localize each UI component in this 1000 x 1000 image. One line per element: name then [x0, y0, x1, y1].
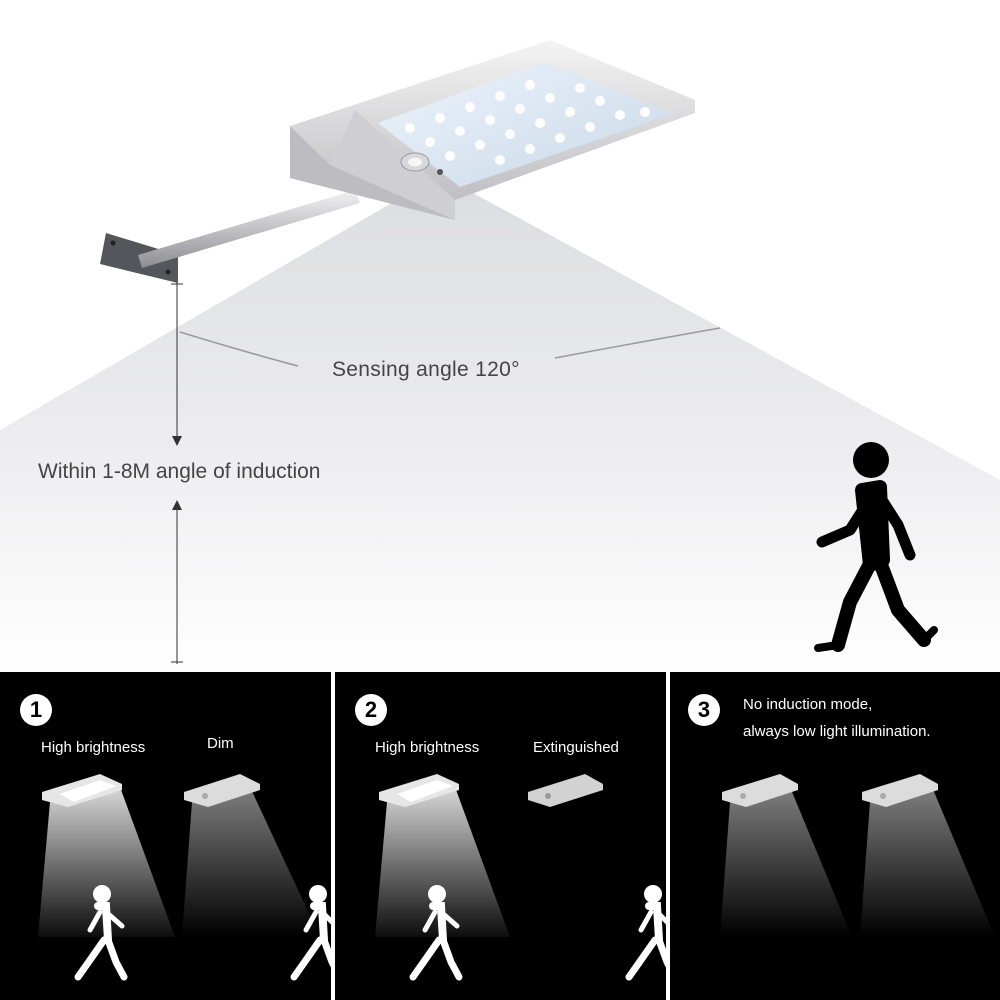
lamp-icon	[528, 774, 603, 807]
solar-street-light-icon	[100, 40, 695, 283]
lamp-icon	[862, 774, 938, 807]
label-extinguished: Extinguished	[533, 739, 619, 756]
mode-number-badge: 3	[688, 694, 720, 726]
walking-person-icon	[290, 885, 331, 981]
label-no-induction-mode: No induction mode,	[743, 696, 873, 713]
arrow-up-icon	[171, 500, 183, 664]
beam-bright	[375, 787, 510, 937]
mode-panel-2: 2 High brightness Extinguished	[335, 672, 666, 1000]
panel-2-illustration	[375, 774, 666, 981]
sensing-arc-left	[179, 331, 299, 367]
arrow-down-icon	[171, 280, 183, 446]
sensing-diagram: Sensing angle 120° Within 1-8M angle of …	[0, 40, 1000, 672]
lamp-icon	[379, 774, 459, 807]
mode-number-badge: 1	[20, 694, 52, 726]
panel-3-illustration	[720, 774, 995, 937]
walking-person-icon	[814, 442, 938, 652]
walking-person-icon	[74, 885, 128, 981]
mode-number-badge: 2	[355, 694, 387, 726]
beam-low	[720, 787, 995, 937]
beam-bright	[38, 787, 175, 937]
sensing-angle-label: Sensing angle 120°	[332, 358, 520, 381]
label-high-brightness: High brightness	[375, 739, 480, 756]
induction-range-label: Within 1-8M angle of induction	[38, 460, 321, 483]
detection-cone	[0, 175, 1000, 672]
walking-person-icon	[625, 885, 666, 981]
label-dim: Dim	[207, 735, 234, 752]
sensing-arc-right	[554, 327, 721, 359]
walking-person-icon	[409, 885, 463, 981]
label-low-light: always low light illumination.	[743, 723, 931, 740]
beam-dim	[182, 787, 320, 937]
lamp-icon	[42, 774, 122, 807]
lamp-icon	[184, 774, 260, 807]
lamp-icon	[722, 774, 798, 807]
mode-panels: 1 High brightness Dim	[0, 672, 1000, 1000]
diagram-illustration	[0, 40, 1000, 672]
motion-sensor-icon	[400, 152, 443, 175]
mode-panel-1: 1 High brightness Dim	[0, 672, 331, 1000]
panel-1-illustration	[38, 774, 331, 981]
label-high-brightness: High brightness	[41, 739, 146, 756]
mode-panel-3: 3 No induction mode, always low light il…	[670, 672, 1000, 1000]
